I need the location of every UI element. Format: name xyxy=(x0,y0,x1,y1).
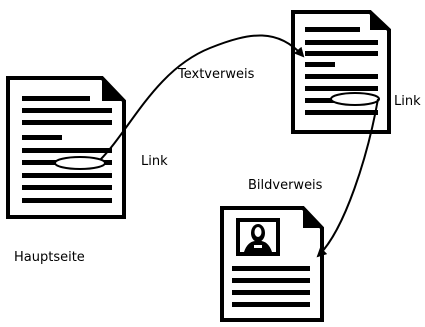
image-page-document xyxy=(220,206,324,322)
main-page-label: Hauptseite xyxy=(14,250,85,265)
image-thumbnail-icon xyxy=(236,218,280,256)
image-page-fold xyxy=(303,208,322,228)
main-page-document xyxy=(6,76,126,219)
text-reference-label: Textverweis xyxy=(177,67,255,82)
image-reference-arrow xyxy=(316,98,379,258)
image-reference-label: Bildverweis xyxy=(248,178,323,193)
image-page-text-lines xyxy=(232,266,310,307)
main-page-link-ellipse xyxy=(54,156,106,170)
text-reference-arrow xyxy=(99,34,305,161)
main-page-fold xyxy=(102,78,124,101)
second-link-label: Link xyxy=(394,94,421,109)
linked-page-fold xyxy=(370,12,389,30)
linked-page-document xyxy=(291,10,391,134)
main-link-label: Link xyxy=(141,154,168,169)
main-page-text-lines xyxy=(22,96,112,203)
linked-page-link-ellipse xyxy=(330,92,380,106)
